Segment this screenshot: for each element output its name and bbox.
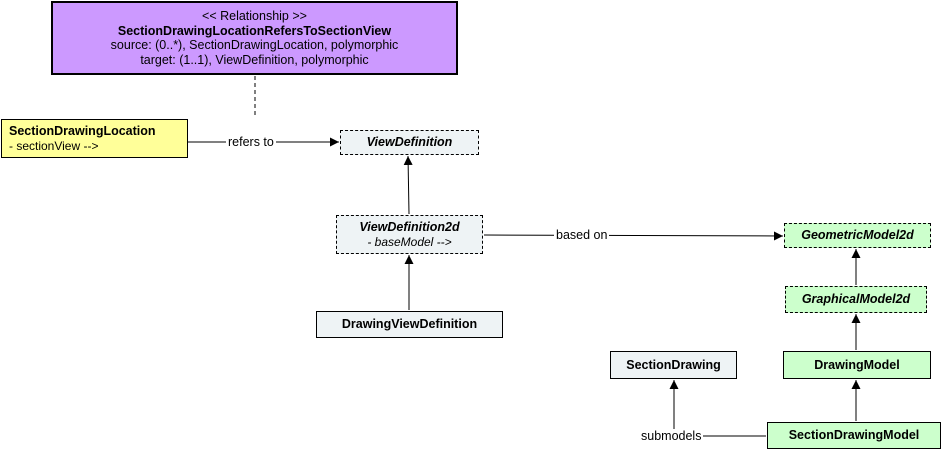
relationship-stereotype: << Relationship >> xyxy=(202,9,307,23)
viewdef2d-extends-viewdef-edge xyxy=(403,155,413,215)
edge-label-submodels: submodels xyxy=(639,429,704,443)
class-view-definition-2d: ViewDefinition2d - baseModel --> xyxy=(336,215,483,254)
class-title: GraphicalModel2d xyxy=(801,292,911,306)
submodels-edge xyxy=(669,380,766,437)
edge-label-refers-to: refers to xyxy=(226,135,276,149)
class-title: GeometricModel2d xyxy=(801,228,914,242)
class-section-drawing-location: SectionDrawingLocation - sectionView --> xyxy=(1,119,188,158)
class-property: - sectionView --> xyxy=(9,138,99,153)
class-title: ViewDefinition xyxy=(366,135,453,149)
class-title: SectionDrawingLocation xyxy=(9,123,156,138)
relationship-target: target: (1..1), ViewDefinition, polymorp… xyxy=(140,52,369,67)
class-view-definition: ViewDefinition xyxy=(340,130,479,155)
class-title: DrawingViewDefinition xyxy=(341,317,478,331)
relationship-box: << Relationship >> SectionDrawingLocatio… xyxy=(51,1,458,75)
edge-label-based-on: based on xyxy=(554,228,610,242)
class-section-drawing: SectionDrawing xyxy=(610,351,737,379)
class-geometric-model-2d: GeometricModel2d xyxy=(784,223,931,248)
class-drawing-model: DrawingModel xyxy=(783,351,931,379)
relationship-name: SectionDrawingLocationRefersToSectionVie… xyxy=(117,23,392,38)
class-graphical-model-2d: GraphicalModel2d xyxy=(785,286,927,313)
class-property: - baseModel --> xyxy=(367,234,452,249)
class-title: DrawingModel xyxy=(814,357,900,372)
relationship-source: source: (0..*), SectionDrawingLocation, … xyxy=(110,38,399,52)
class-title: SectionDrawing xyxy=(626,357,721,372)
class-section-drawing-model: SectionDrawingModel xyxy=(767,422,941,449)
class-title: ViewDefinition2d xyxy=(359,219,460,234)
class-drawing-view-definition: DrawingViewDefinition xyxy=(316,311,503,338)
based-on-edge xyxy=(483,231,784,241)
class-title: SectionDrawingModel xyxy=(788,428,920,442)
